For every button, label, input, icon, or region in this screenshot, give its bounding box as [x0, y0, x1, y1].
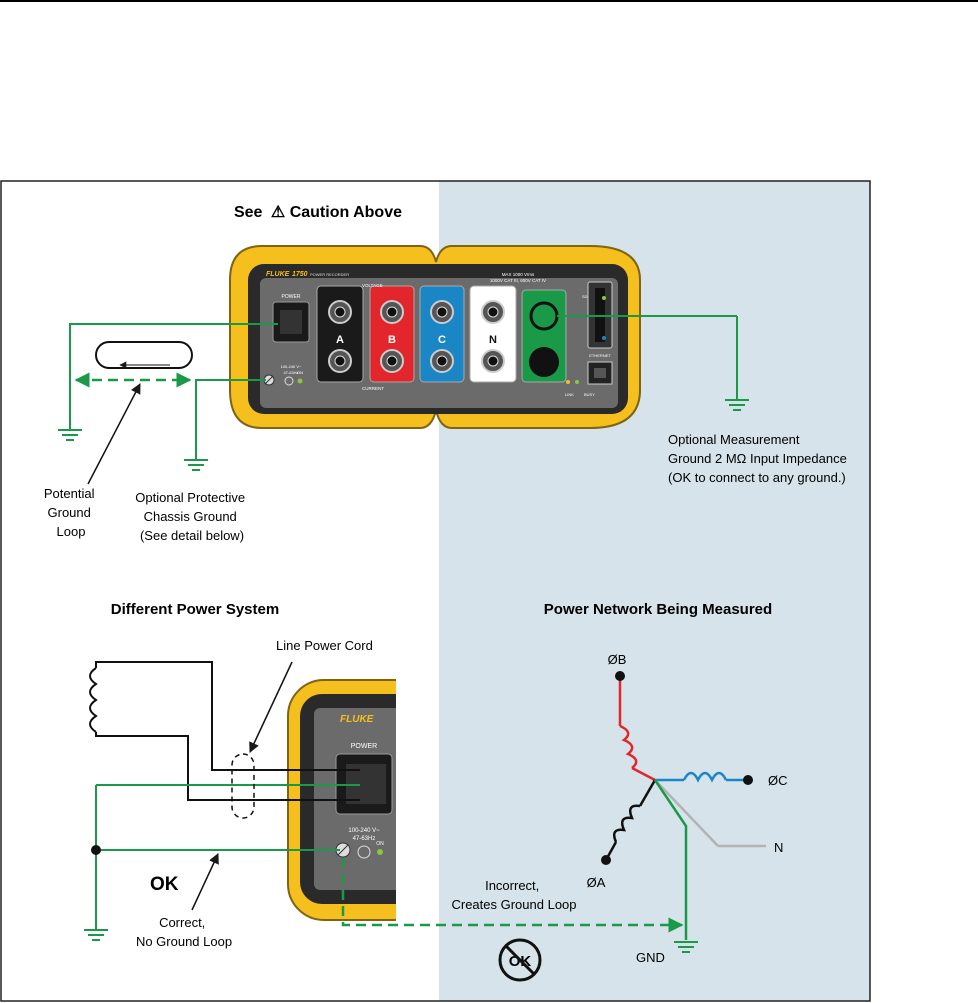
- wye-network: [601, 671, 766, 940]
- top-wiring: [69, 315, 738, 485]
- power-cord-ground-wire: [69, 323, 278, 430]
- transformer-coil: [89, 661, 360, 801]
- svg-text:FLUKE: FLUKE: [340, 714, 374, 725]
- sd-label: SD: [582, 294, 588, 299]
- potential-ground-loop-label: Potential Ground Loop: [44, 486, 98, 539]
- phase-a-coil: [613, 804, 641, 843]
- svg-text:47-63Hz: 47-63Hz: [353, 836, 376, 842]
- phase-b-label: ØB: [608, 652, 627, 667]
- current-label: CURRENT: [362, 386, 384, 391]
- svg-text:ON: ON: [376, 841, 384, 847]
- ground-loop-callout: [95, 341, 193, 369]
- phase-b-terminal: [615, 671, 625, 681]
- correct-label: Correct, No Ground Loop: [136, 915, 232, 949]
- phase-c-coil: [682, 771, 728, 783]
- max-rating: MAX 1000 Vrms: [502, 272, 535, 277]
- ground-symbol-circle: [284, 376, 294, 386]
- ground-symbol-gnd: [674, 941, 698, 953]
- svg-text:POWER: POWER: [351, 743, 377, 750]
- power-rating: 100-240 V~: [281, 364, 302, 369]
- ok-label: OK: [150, 874, 179, 895]
- ground-symbol-chassis: [184, 459, 208, 471]
- cat-rating: 1000V CAT III, 600V CAT IV: [490, 278, 546, 283]
- measurement-ground-label: Optional Measurement Ground 2 MΩ Input I…: [668, 432, 850, 485]
- busy-label: BUSY: [584, 392, 595, 397]
- on-label: ON: [297, 370, 303, 375]
- phase-a-terminal: [601, 855, 611, 865]
- channel-n-label: N: [489, 334, 497, 346]
- phase-b-coil: [619, 724, 638, 769]
- link-label: LINK: [565, 392, 574, 397]
- device-model: 1750: [292, 271, 308, 278]
- on-led: [297, 378, 303, 384]
- device-brand: FLUKE: [266, 271, 290, 278]
- top-rule: [0, 0, 978, 2]
- phase-a-label: ØA: [587, 875, 606, 890]
- channel-b-label: B: [388, 334, 396, 346]
- not-ok-icon: OK: [498, 938, 542, 982]
- link-led: [566, 380, 570, 384]
- phase-c-label: ØC: [768, 773, 788, 788]
- protective-chassis-ground-label: Optional Protective Chassis Ground (See …: [135, 490, 248, 543]
- ground-terminal: [529, 301, 559, 331]
- incorrect-ground-loop-dashed: [341, 858, 684, 933]
- channel-a-label: A: [336, 334, 344, 346]
- line-power-cord-callout: [231, 753, 255, 819]
- ground-symbol-measurement: [725, 399, 749, 411]
- different-power-system-heading: Different Power System: [111, 601, 279, 618]
- gnd-label: GND: [636, 950, 665, 965]
- correct-pointer: [191, 853, 219, 911]
- line-power-cord-pointer: [249, 661, 293, 753]
- caution-heading: See ⚠ Caution Above: [234, 204, 402, 221]
- power-label: POWER: [282, 294, 301, 300]
- ground-symbol-correct: [84, 929, 108, 941]
- device-model-suffix: POWER RECORDER: [310, 272, 349, 277]
- channel-c-label: C: [438, 334, 446, 346]
- line-power-cord-label: Line Power Cord: [276, 638, 373, 653]
- phase-c-terminal: [743, 775, 753, 785]
- busy-led: [575, 380, 579, 384]
- ground-symbol-left: [58, 429, 82, 441]
- power-recorder-device: FLUKE 1750 POWER RECORDER POWER 100-240 …: [229, 245, 641, 429]
- phase-a-wire: [638, 779, 657, 807]
- incorrect-label: Incorrect, Creates Ground Loop: [451, 878, 576, 912]
- diagram-frame: [0, 180, 871, 1002]
- power-inlet-socket: [280, 310, 302, 334]
- neutral-wire: [654, 779, 719, 847]
- ground-plug-hole: [529, 347, 559, 377]
- voltage-label: VOLTAGE: [362, 283, 383, 288]
- gnd-wire: [653, 779, 688, 940]
- ground-loop-pointer: [87, 383, 141, 485]
- ethernet-label: ETHERNET: [589, 353, 611, 358]
- power-network-heading: Power Network Being Measured: [544, 601, 772, 618]
- power-freq: 47-63Hz: [283, 370, 298, 375]
- svg-text:100-240 V~: 100-240 V~: [348, 828, 380, 834]
- neutral-label: N: [774, 840, 783, 855]
- ground-junction-dot: [91, 845, 101, 855]
- chassis-ground-wire: [195, 379, 266, 460]
